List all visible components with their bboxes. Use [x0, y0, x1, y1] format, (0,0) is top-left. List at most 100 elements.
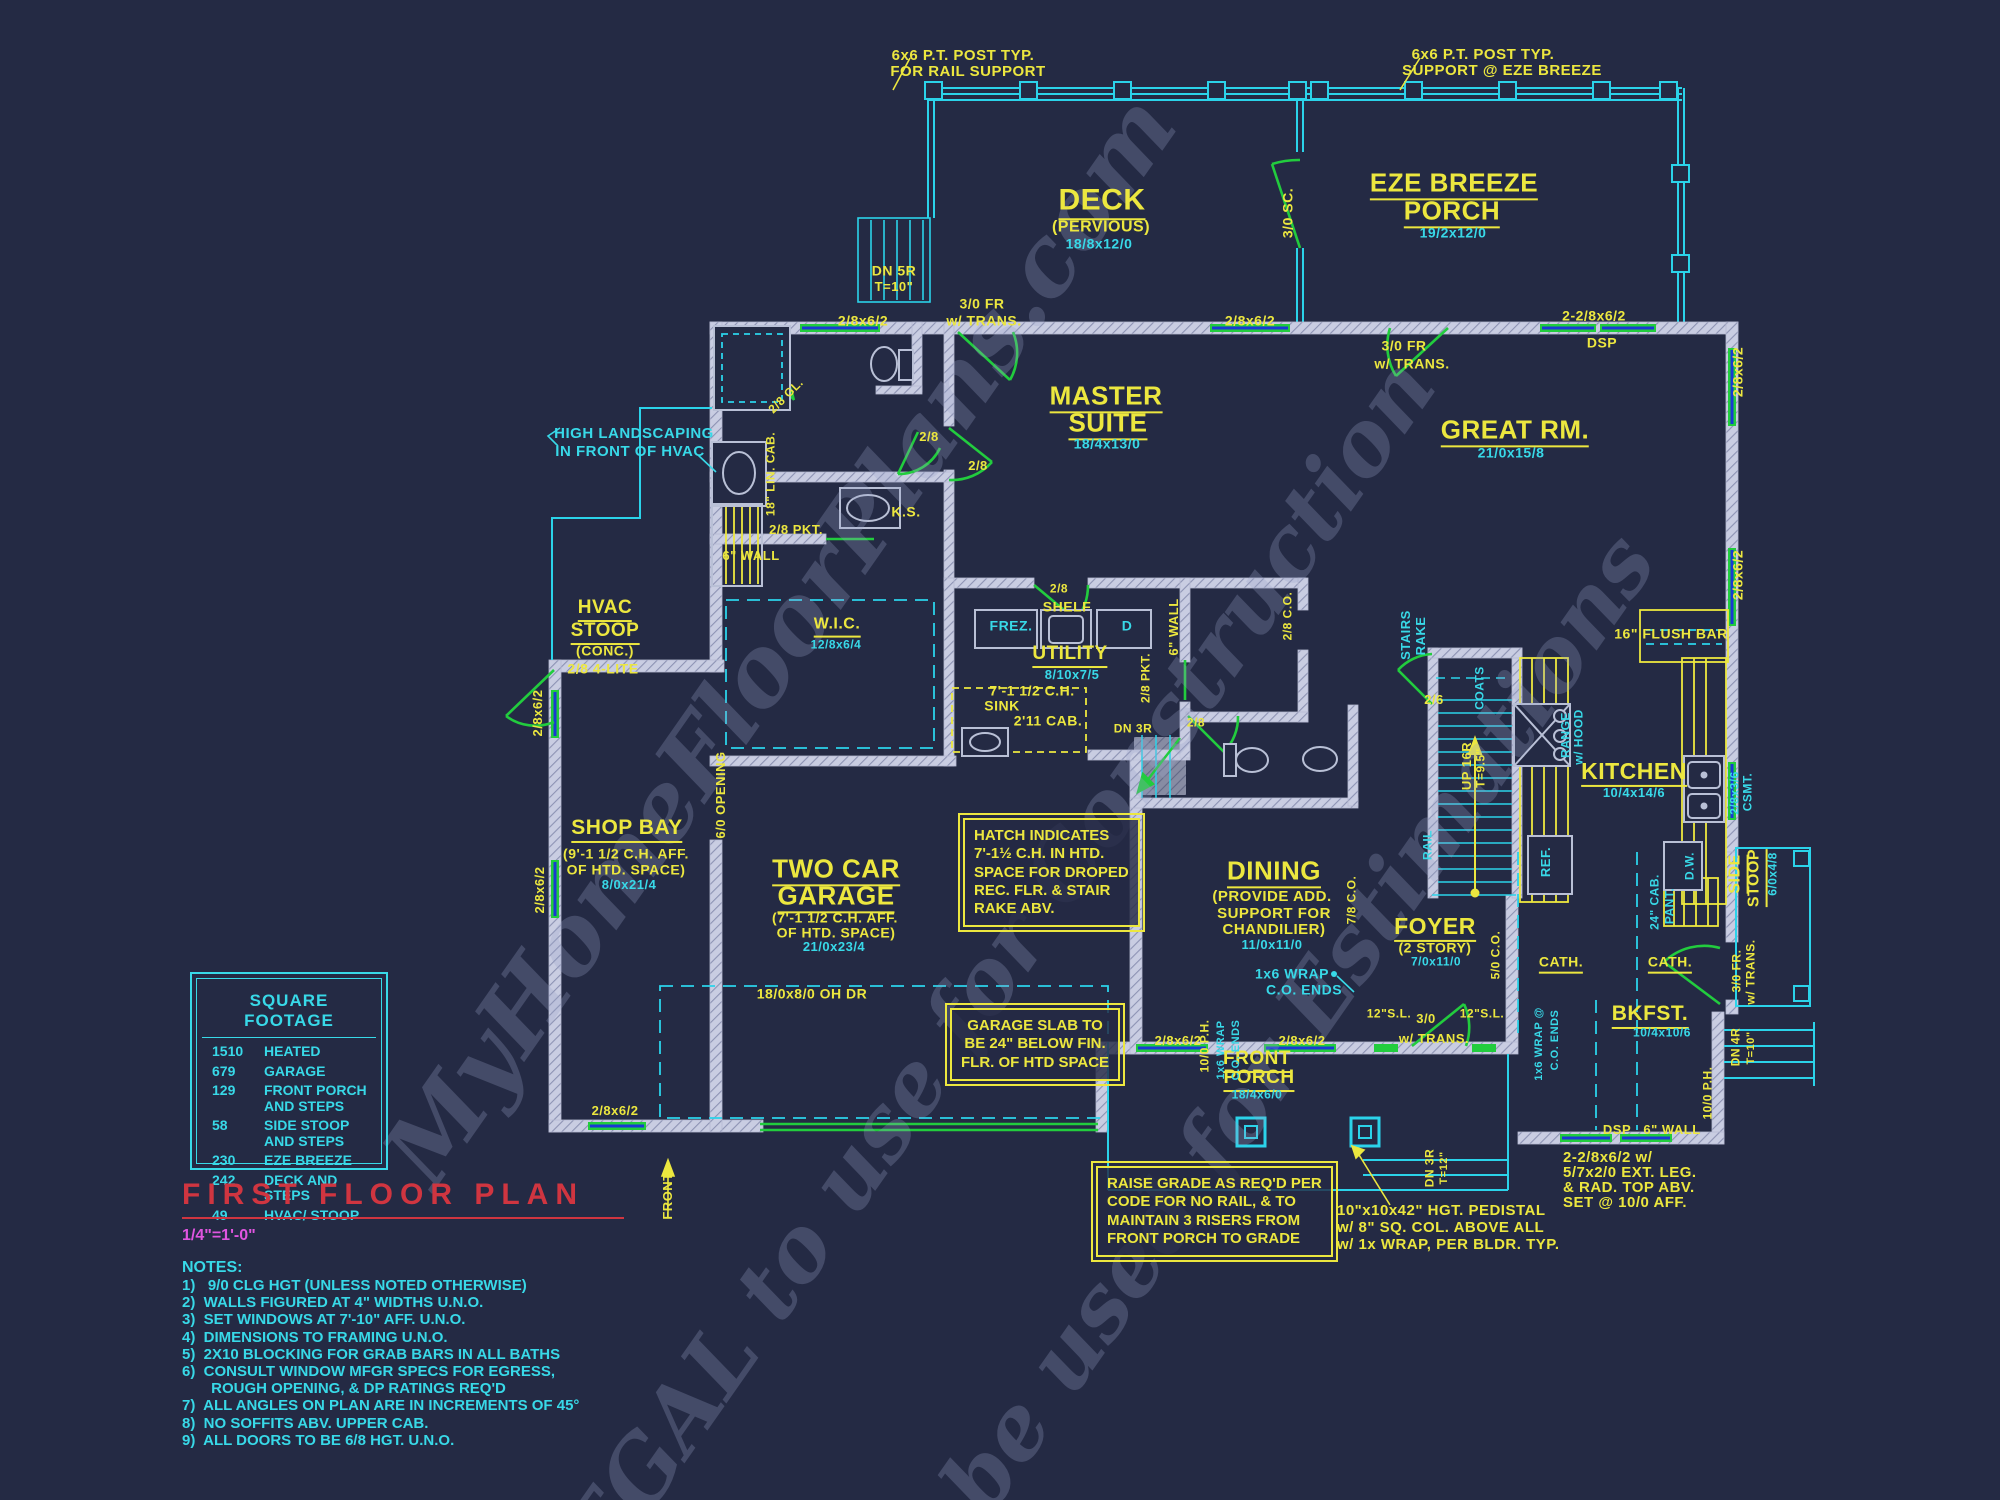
- notes-heading: NOTES:: [182, 1259, 243, 1276]
- label-stoop: STOOP: [1746, 848, 1768, 908]
- label-8-0x21-4: 8/0x21/4: [601, 877, 657, 893]
- label-suite: SUITE: [1068, 409, 1148, 441]
- label-c-o-ends: C.O. ENDS: [1265, 981, 1343, 998]
- label-w-trans: w/ TRANS.: [1743, 939, 1758, 1005]
- label-w-trans: w/ TRANS.: [1374, 355, 1450, 372]
- label-d: D: [1121, 617, 1133, 634]
- label-dining: DINING: [1227, 857, 1321, 889]
- label-2-8-4-lite: 2/8 4-LITE: [567, 660, 639, 677]
- label-two-car: TWO CAR: [772, 855, 900, 887]
- sqft-label: GARAGE: [264, 1062, 326, 1079]
- label-2-6: 2/6: [1424, 692, 1444, 708]
- label-k-s: K.S.: [891, 503, 921, 520]
- label-high-landscaping: HIGH LANDSCAPING: [554, 425, 714, 443]
- label-kitchen: KITCHEN: [1581, 759, 1687, 788]
- label-2-2-8x6-2: 2-2/8x6/2: [1562, 307, 1626, 324]
- boxed-note-1: HATCH INDICATES 7'-1½ C.H. IN HTD. SPACE…: [958, 812, 1145, 933]
- label-2-8x6-2: 2/8x6/2: [1729, 346, 1746, 398]
- label-6x6-p-t-post-typ: 6x6 P.T. POST TYP.: [1411, 46, 1555, 64]
- sqft-value: 58: [212, 1117, 228, 1133]
- label-garage: GARAGE: [777, 882, 895, 914]
- label-master: MASTER: [1049, 382, 1163, 414]
- label-3-0: 3/0: [1416, 1011, 1436, 1027]
- label-6-0-opening: 6/0 OPENING: [713, 751, 729, 839]
- sqft-value: 230: [212, 1152, 236, 1168]
- label-21-0x23-4: 21/0x23/4: [802, 939, 866, 955]
- label-of-htd-space: OF HTD. SPACE): [566, 861, 686, 878]
- fixtures: [711, 325, 1725, 895]
- label-w-hood: w/ HOOD: [1571, 709, 1586, 765]
- label-2-8x3-6: 2/8x3/6: [1727, 771, 1742, 815]
- label-3-0-fr: 3/0 FR: [959, 295, 1005, 312]
- label-2-8-pkt: 2/8 PKT.: [769, 522, 823, 538]
- boxed-note-2: GARAGE SLAB TO BE 24" BELOW FIN. FLR. OF…: [944, 1003, 1126, 1086]
- label-6-wall: 6" WALL: [722, 548, 780, 564]
- title-block: FIRST FLOOR PLAN 1/4"=1'-0" NOTES: 1) 9/…: [182, 1178, 624, 1449]
- label-2-8: 2/8: [1186, 715, 1206, 730]
- label-2-8x6-2: 2/8x6/2: [1154, 1033, 1202, 1049]
- label-w-1x-wrap-per-bldr-typ: w/ 1x WRAP, PER BLDR. TYP.: [1337, 1236, 1560, 1254]
- hall-step-arrow: [1136, 737, 1181, 795]
- label-porch: PORCH: [1403, 197, 1501, 229]
- label-rake: RAKE: [1413, 616, 1429, 656]
- label-2-11-cab: 2'11 CAB.: [1013, 712, 1083, 729]
- label-dn-4r: DN 4R: [1728, 1027, 1743, 1067]
- label-great-rm: GREAT RM.: [1440, 416, 1590, 448]
- label-3-0-fr: 3/0 FR: [1381, 337, 1427, 354]
- label-deck: DECK: [1058, 184, 1146, 220]
- label-12-8x6-4: 12/8x6/4: [810, 637, 862, 652]
- label-shop-bay: SHOP BAY: [571, 816, 683, 844]
- label-rail: RAIL: [1420, 830, 1435, 860]
- label-provide-add: (PROVIDE ADD.: [1212, 888, 1332, 906]
- square-footage-row: 1510 HEATED: [192, 1042, 386, 1062]
- stair-up-arrow: [1467, 735, 1483, 898]
- deck-rail: [924, 81, 1690, 326]
- label-w-i-c: W.I.C.: [813, 616, 861, 638]
- label-eze-breeze: EZE BREEZE: [1369, 169, 1539, 201]
- label-2-8x6-2: 2/8x6/2: [1278, 1033, 1326, 1049]
- sqft-label: EZE BREEZE: [264, 1152, 352, 1168]
- label-d-w: D.W.: [1682, 852, 1697, 880]
- label-6-wall: 6" WALL: [1166, 598, 1182, 656]
- label-support-eze-breeze: SUPPORT @ EZE BREEZE: [1402, 62, 1602, 80]
- label-support-for: SUPPORT FOR: [1217, 905, 1331, 923]
- label-c-o-ends: C.O. ENDS: [1549, 1009, 1562, 1071]
- label-10-0-p-h: 10/0 P.H.: [1700, 1066, 1715, 1120]
- label-sink: SINK: [984, 697, 1020, 714]
- sqft-label: FRONT PORCH AND STEPS: [264, 1082, 367, 1114]
- label-of-htd-space: OF HTD. SPACE): [776, 924, 896, 941]
- label-2-8x6-2: 2/8x6/2: [530, 689, 546, 737]
- hvac-stoop-outline: [551, 407, 712, 660]
- label-utility: UTILITY: [1032, 644, 1108, 668]
- label-for-rail-support: FOR RAIL SUPPORT: [890, 63, 1046, 81]
- label-shelf: SHELF: [1042, 598, 1092, 615]
- square-footage-header: SQUARE FOOTAGE: [202, 981, 376, 1038]
- sqft-label: HEATED: [264, 1043, 321, 1059]
- label-2-8-pkt: 2/8 PKT.: [1138, 652, 1153, 704]
- sqft-value: 1510: [212, 1043, 244, 1059]
- label-2-8-c-o: 2/8 C.O.: [1280, 591, 1295, 641]
- label-t-12: T=12": [1438, 1151, 1451, 1185]
- sqft-label: DECK AND STEPS: [264, 1171, 338, 1203]
- label-porch: PORCH: [1223, 1068, 1295, 1092]
- label-2-8x6-2: 2/8x6/2: [1729, 549, 1746, 601]
- label-range: RANGE: [1558, 712, 1573, 758]
- boxed-note-3: RAISE GRADE AS REQ'D PER CODE FOR NO RAI…: [1091, 1160, 1338, 1263]
- label-9-1-1-2-c-h-aff: (9'-1 1/2 C.H. AFF.: [563, 845, 689, 862]
- label-6x6-p-t-post-typ: 6x6 P.T. POST TYP.: [891, 47, 1035, 65]
- label-stairs: STAIRS: [1398, 610, 1414, 660]
- label-3-0-fr: 3/0 FR.: [1729, 949, 1744, 993]
- label-12-s-l: 12"S.L.: [1366, 1006, 1412, 1021]
- label-w-trans: w/ TRANS.: [946, 312, 1022, 329]
- page-title: FIRST FLOOR PLAN: [182, 1178, 624, 1219]
- label-cath: CATH.: [1647, 954, 1693, 974]
- label-19-2x12-0: 19/2x12/0: [1419, 224, 1487, 241]
- notes-list: 1) 9/0 CLG HGT (UNLESS NOTED OTHERWISE) …: [182, 1277, 580, 1449]
- label-pant: PANT.: [1662, 887, 1677, 925]
- label-2-8: 2/8: [919, 429, 939, 445]
- label-21-0x15-8: 21/0x15/8: [1477, 444, 1545, 461]
- sqft-value: 129: [212, 1082, 236, 1098]
